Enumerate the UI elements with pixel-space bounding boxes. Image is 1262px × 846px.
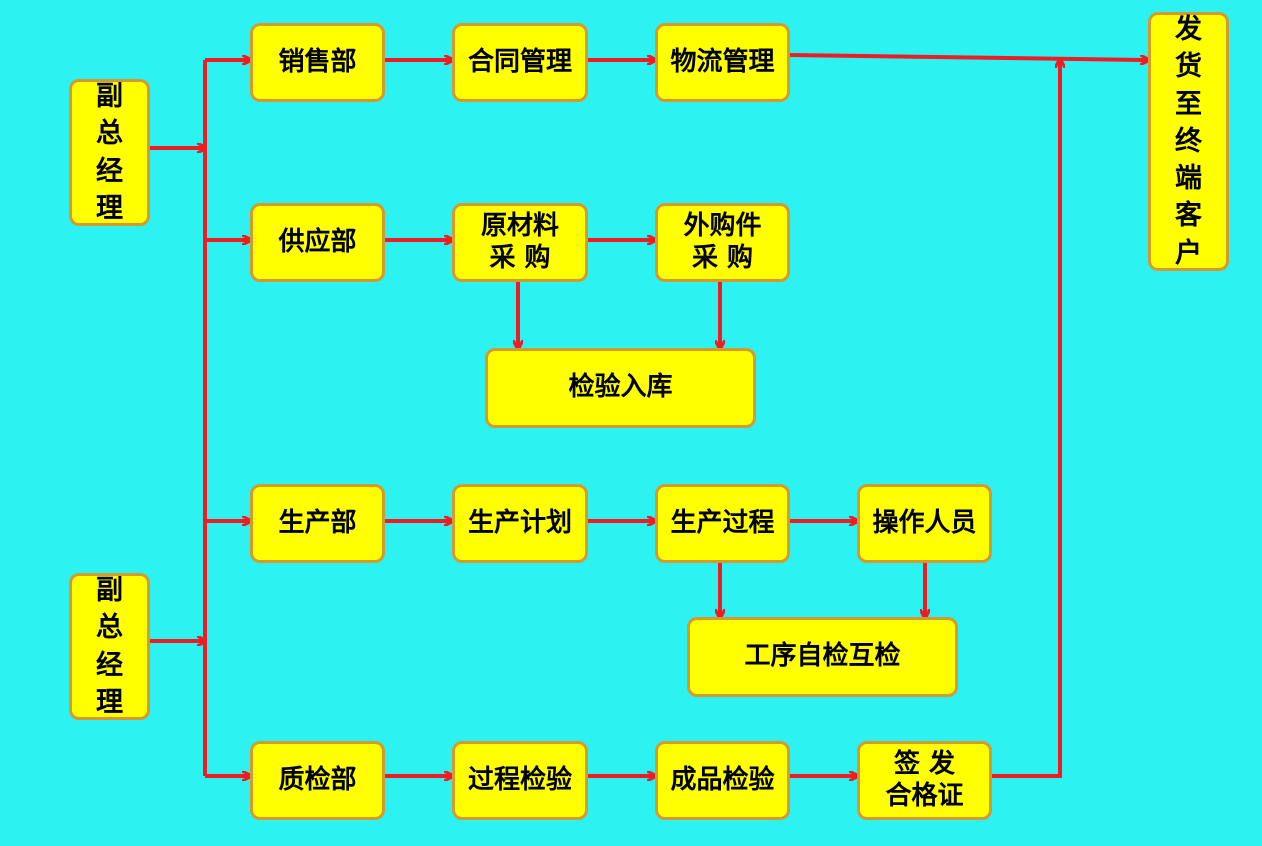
arrow-logistics-ship <box>789 53 1148 60</box>
node-final-inspect: 成品检验 <box>655 741 790 820</box>
node-outsourced-purchase: 外购件 采 购 <box>655 203 790 282</box>
node-prod-process: 生产过程 <box>655 484 790 563</box>
node-self-check: 工序自检互检 <box>687 617 958 697</box>
node-raw-purchase: 原材料 采 购 <box>452 203 588 282</box>
node-process-inspect: 过程检验 <box>452 741 588 820</box>
node-prod-plan: 生产计划 <box>452 484 588 563</box>
node-quality: 质检部 <box>250 741 385 820</box>
node-ship-to-customer: 发 货 至 终 端 客 户 <box>1148 12 1229 271</box>
node-vp-bottom: 副 总 经 理 <box>69 573 150 720</box>
node-logistics: 物流管理 <box>655 23 790 102</box>
node-inspect-store: 检验入库 <box>485 348 756 428</box>
node-contract: 合同管理 <box>452 23 588 102</box>
node-supply: 供应部 <box>250 203 385 282</box>
node-operators: 操作人员 <box>857 484 992 563</box>
arrow-certificate-ship <box>992 60 1060 778</box>
node-vp-top: 副 总 经 理 <box>69 79 150 226</box>
node-sales: 销售部 <box>250 23 385 102</box>
node-certificate: 签 发 合格证 <box>857 741 992 820</box>
node-production: 生产部 <box>250 484 385 563</box>
